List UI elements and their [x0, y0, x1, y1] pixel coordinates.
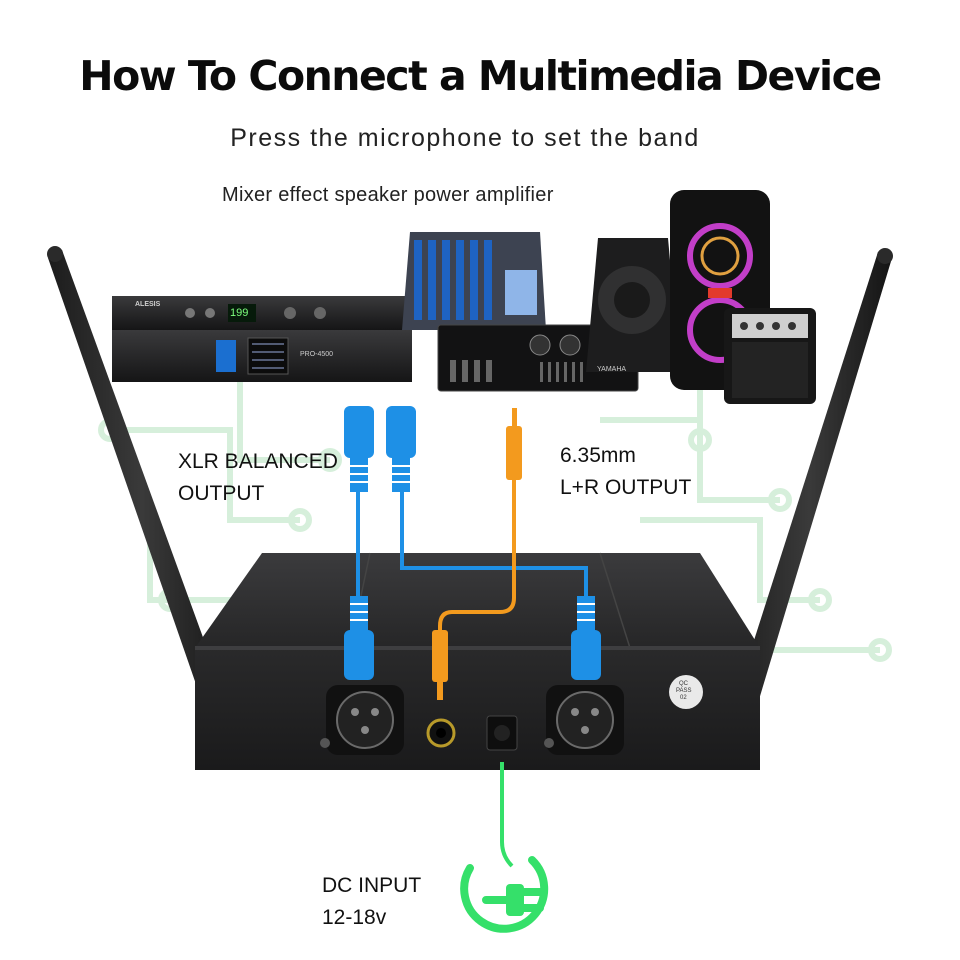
xlr-connector-bottom-right — [571, 596, 601, 680]
rack-effect-unit — [112, 296, 412, 330]
dc-label-line-2: 12-18v — [322, 906, 387, 929]
xlr-label-line-1: XLR BALANCED — [178, 450, 338, 473]
jack-cable — [438, 478, 516, 640]
pa-speaker — [586, 238, 680, 372]
xlr-output-label: XLR BALANCED OUTPUT — [178, 446, 338, 510]
jack-output-label: 6.35mm L+R OUTPUT — [560, 440, 691, 504]
audio-mixer — [402, 232, 546, 330]
power-cable — [500, 762, 514, 868]
jack-label-line-2: L+R OUTPUT — [560, 476, 692, 499]
amp-brand: YAMAHA — [597, 366, 627, 373]
jack-plug-top — [506, 408, 522, 480]
jack-socket — [426, 718, 456, 748]
dc-label-line-1: DC INPUT — [322, 874, 422, 897]
jack-plug-bottom — [432, 630, 448, 700]
xlr-socket-right — [546, 685, 624, 755]
xlr-connector-top-right — [386, 406, 416, 492]
page-title: How To Connect a Multimedia Device — [79, 52, 882, 100]
dc-socket — [486, 715, 518, 751]
qc-line-2: PASS — [676, 688, 692, 694]
power-plug-icon — [460, 856, 549, 933]
qc-sticker — [669, 675, 703, 709]
rack-display: 199 — [230, 307, 249, 319]
amp-model: PRO-4500 — [300, 351, 334, 358]
jack-label-line-1: 6.35mm — [560, 444, 636, 467]
qc-line-3: 02 — [680, 695, 687, 701]
guitar-amplifier — [724, 308, 816, 404]
rack-brand: ALESIS — [135, 301, 161, 308]
dc-input-label: DC INPUT 12-18v — [322, 870, 421, 934]
receiver-unit — [195, 552, 760, 770]
qc-line-1: QC — [679, 681, 688, 687]
devices-caption: Mixer effect speaker power amplifier — [222, 184, 554, 206]
power-amplifier — [112, 330, 412, 382]
xlr-connector-top-left — [344, 406, 374, 492]
xlr-cable-right — [400, 490, 588, 598]
xlr-label-line-2: OUTPUT — [178, 482, 265, 505]
xlr-connector-bottom-left — [344, 596, 374, 680]
xlr-socket-left — [326, 685, 404, 755]
subtitle: Press the microphone to set the band — [230, 124, 700, 152]
